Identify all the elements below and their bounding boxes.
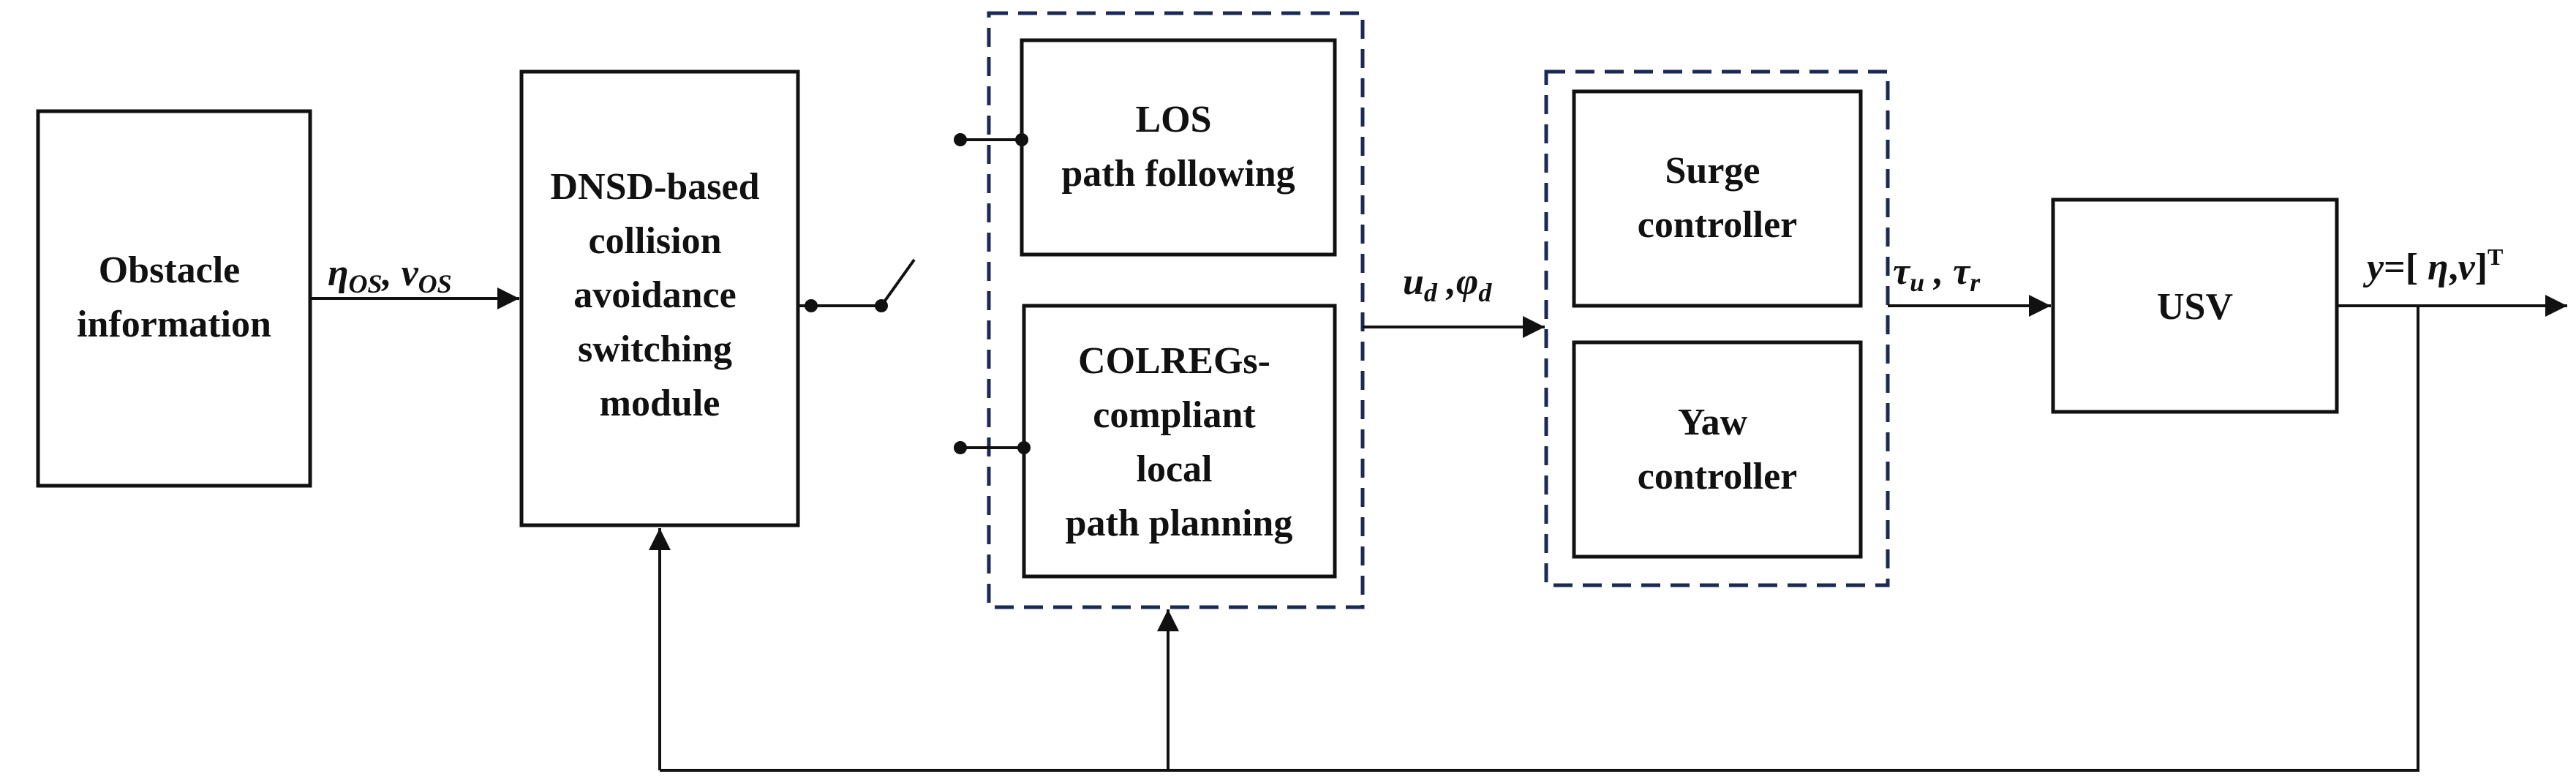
output-label: y=[ η,v]T xyxy=(2362,244,2503,288)
los-path-following-block: LOS path following xyxy=(1020,38,1337,257)
colregs-input-terminal xyxy=(954,441,1031,454)
selector-switch xyxy=(798,258,916,312)
surge-controller-block: Surge controller xyxy=(1572,89,1863,308)
switching-block-label: DNSD-based collision avoidance switching… xyxy=(550,166,769,424)
yaw-controller-block: Yaw controller xyxy=(1572,340,1863,559)
usv-block: USV xyxy=(2051,198,2339,414)
controller-group xyxy=(1544,69,1890,587)
los-input-terminal xyxy=(954,133,1028,146)
switching-module-block: DNSD-based collision avoidance switching… xyxy=(519,69,800,527)
feedback-loop xyxy=(649,306,2419,772)
los-block-label: LOS path following xyxy=(1061,99,1295,195)
obstacle-state-label: ηOS, vOS xyxy=(328,252,452,298)
usv-block-label: USV xyxy=(2157,286,2233,328)
colregs-block-label: COLREGs- compliant local path planning xyxy=(1066,340,1293,544)
yaw-block-label: Yaw controller xyxy=(1638,402,1798,497)
obstacle-information-block: Obstacle information xyxy=(36,109,312,488)
obstacle-block-label: Obstacle information xyxy=(77,249,271,345)
path-planning-group xyxy=(987,11,1365,609)
surge-block-label: Surge controller xyxy=(1638,150,1798,246)
control-input-label: τu , τr xyxy=(1893,251,1981,297)
desired-speed-heading-label: ud ,φd xyxy=(1403,261,1492,307)
colregs-path-planning-block: COLREGs- compliant local path planning xyxy=(1022,304,1337,579)
